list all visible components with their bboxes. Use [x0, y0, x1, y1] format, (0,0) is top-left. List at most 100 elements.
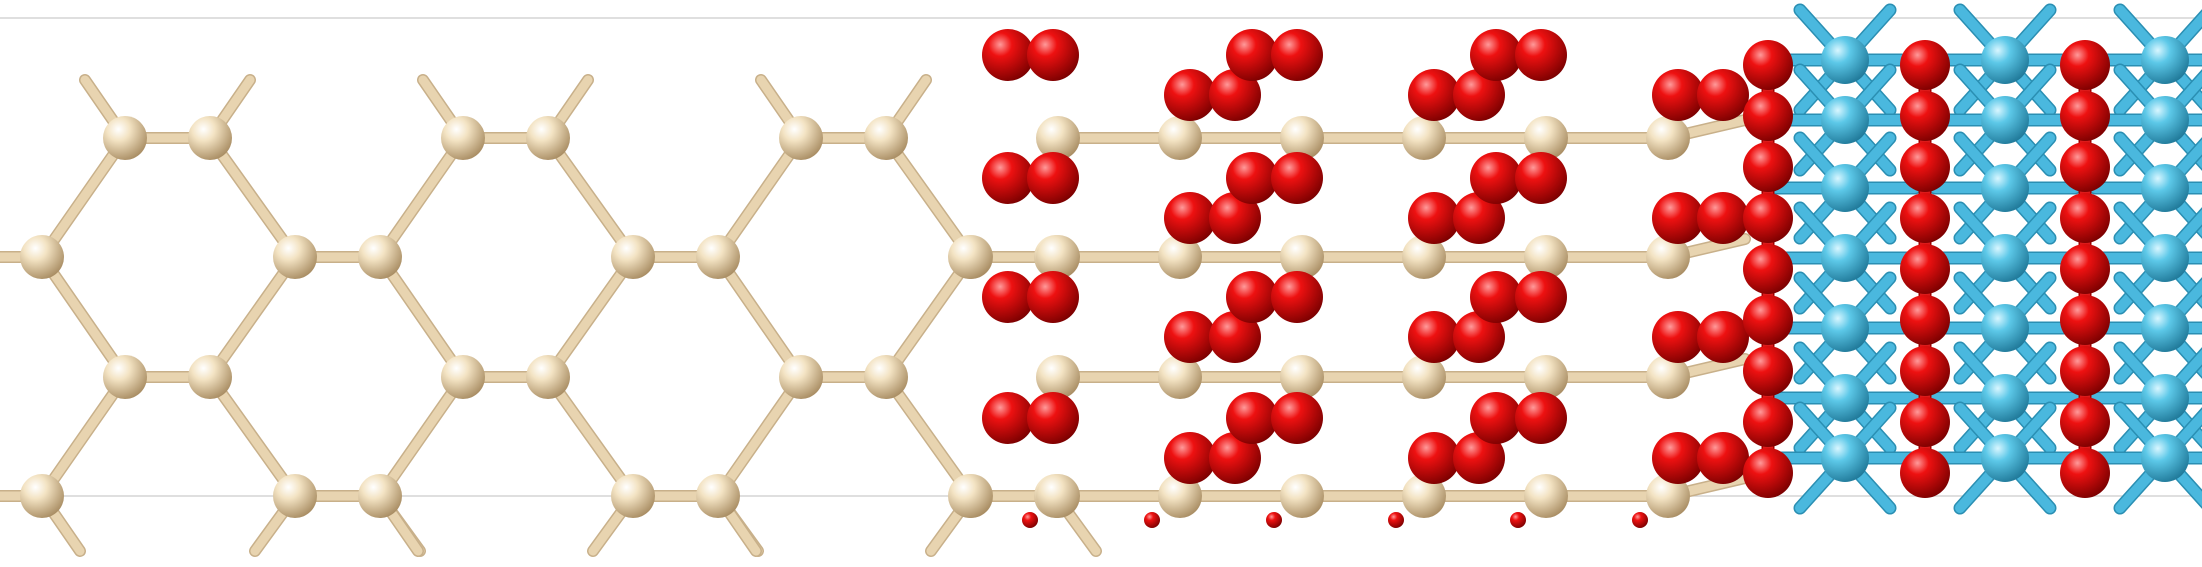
oxygen-atom	[1453, 311, 1505, 363]
oxygen-atom	[1900, 91, 1950, 141]
silicon-atom	[1646, 116, 1690, 160]
bond	[881, 133, 976, 262]
silicon-atom	[696, 235, 740, 279]
oxygen-atom	[2060, 142, 2110, 192]
silicon-atom	[779, 355, 823, 399]
silicon-atom	[20, 235, 64, 279]
oxygen-atom	[1271, 271, 1323, 323]
oxygen-atom	[1209, 192, 1261, 244]
bond	[543, 372, 638, 501]
oxygen-atom	[1144, 512, 1160, 528]
silicon-atom	[1524, 235, 1568, 279]
silicon-atom	[103, 355, 147, 399]
oxygen-atom	[1470, 152, 1522, 204]
silicon-atom	[948, 235, 992, 279]
silicon-atom	[188, 116, 232, 160]
silicon-atom	[526, 116, 570, 160]
silicon-atom	[1402, 355, 1446, 399]
bond	[881, 252, 976, 382]
atoms-layer	[20, 29, 2189, 528]
metal-atom	[2141, 304, 2189, 352]
metal-atom	[2141, 434, 2189, 482]
metal-atom	[1981, 374, 2029, 422]
bond	[543, 252, 638, 382]
oxygen-atom	[1900, 193, 1950, 243]
silicon-atom	[1646, 355, 1690, 399]
bond	[205, 372, 300, 501]
oxygen-atom	[1743, 193, 1793, 243]
metal-atom	[1821, 374, 1869, 422]
bond	[543, 133, 638, 262]
metal-atom	[1821, 164, 1869, 212]
oxygen-atom	[1027, 152, 1079, 204]
silicon-atom	[1524, 116, 1568, 160]
silicon-atom	[1280, 474, 1324, 518]
oxygen-atom	[2060, 91, 2110, 141]
metal-atom	[2141, 374, 2189, 422]
metal-atom	[1821, 434, 1869, 482]
oxygen-atom	[2060, 193, 2110, 243]
metal-atom	[2141, 164, 2189, 212]
metal-atom	[2141, 36, 2189, 84]
bond	[205, 133, 300, 262]
oxygen-atom	[1697, 311, 1749, 363]
bond	[713, 372, 806, 501]
oxygen-atom	[1900, 40, 1950, 90]
oxygen-atom	[1453, 192, 1505, 244]
bonds-layer	[0, 3, 2202, 557]
oxygen-atom	[2060, 244, 2110, 294]
oxygen-atom	[1743, 295, 1793, 345]
oxygen-atom	[1743, 142, 1793, 192]
metal-atom	[1821, 304, 1869, 352]
oxygen-atom	[2060, 346, 2110, 396]
oxygen-atom	[1900, 142, 1950, 192]
metal-atom	[1821, 36, 1869, 84]
oxygen-atom	[1652, 311, 1704, 363]
metal-atom	[2141, 234, 2189, 282]
oxygen-atom	[1209, 69, 1261, 121]
bond	[713, 252, 806, 382]
silicon-atom	[1646, 235, 1690, 279]
oxygen-atom	[1209, 432, 1261, 484]
bond	[37, 252, 130, 382]
oxygen-atom	[1652, 192, 1704, 244]
silicon-atom	[1036, 355, 1080, 399]
metal-atom	[1821, 234, 1869, 282]
oxygen-atom	[1743, 40, 1793, 90]
silicon-atom	[1402, 116, 1446, 160]
oxygen-atom	[1510, 512, 1526, 528]
oxygen-atom	[2060, 448, 2110, 498]
oxygen-atom	[1900, 397, 1950, 447]
bond	[205, 252, 300, 382]
oxygen-atom	[1743, 346, 1793, 396]
oxygen-atom	[1743, 397, 1793, 447]
metal-atom	[1981, 96, 2029, 144]
metal-atom	[1981, 36, 2029, 84]
oxygen-atom	[1697, 192, 1749, 244]
oxygen-atom	[1164, 69, 1216, 121]
oxygen-atom	[1515, 152, 1567, 204]
silicon-atom	[1158, 474, 1202, 518]
silicon-atom	[611, 474, 655, 518]
bond	[37, 133, 130, 262]
silicon-atom	[779, 116, 823, 160]
silicon-atom	[1402, 235, 1446, 279]
silicon-atom	[864, 116, 908, 160]
oxygen-atom	[982, 271, 1034, 323]
oxygen-atom	[1408, 192, 1460, 244]
silicon-atom	[948, 474, 992, 518]
oxygen-atom	[1515, 271, 1567, 323]
oxygen-atom	[1027, 29, 1079, 81]
oxygen-atom	[982, 392, 1034, 444]
oxygen-atom	[2060, 40, 2110, 90]
oxygen-atom	[1164, 192, 1216, 244]
silicon-atom	[696, 474, 740, 518]
metal-atom	[2141, 96, 2189, 144]
oxygen-atom	[2060, 397, 2110, 447]
oxygen-atom	[1453, 69, 1505, 121]
oxygen-atom	[1515, 392, 1567, 444]
oxygen-atom	[1470, 271, 1522, 323]
oxygen-atom	[1209, 311, 1261, 363]
silicon-atom	[526, 355, 570, 399]
